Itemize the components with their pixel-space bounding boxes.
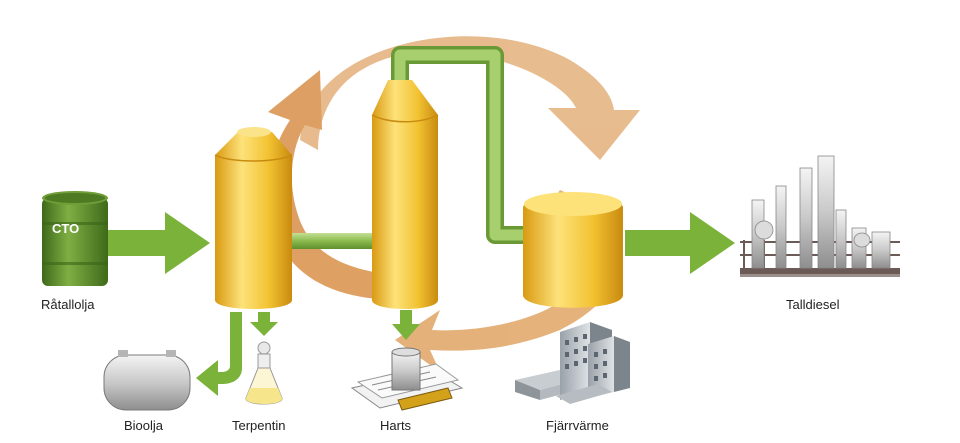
label-heat: Fjärrvärme (546, 418, 609, 433)
terp-arrow (250, 312, 278, 336)
refinery (740, 155, 900, 277)
bio-oil-arrow (196, 312, 242, 396)
pipe-top-loop (394, 49, 525, 241)
label-bio: Bioolja (124, 418, 164, 433)
label-resin: Harts (380, 418, 412, 433)
label-raw: Råtallolja (41, 297, 95, 312)
label-terp: Terpentin (232, 418, 285, 433)
bio-oil-tank (103, 350, 191, 411)
label-diesel: Talldiesel (786, 297, 840, 312)
drum-label: CTO (52, 221, 79, 236)
district-heating-buildings (515, 322, 630, 404)
resin-arrow (392, 310, 420, 340)
recycle-arrow-bottom (395, 190, 620, 372)
tank-2 (371, 80, 439, 309)
cto-drum: CTO (42, 191, 108, 286)
resin-can (350, 347, 464, 411)
recycle-arrow-top-right (300, 36, 640, 160)
input-arrow (108, 212, 210, 274)
pipe-tank1-tank2 (288, 233, 376, 249)
tank-1 (214, 127, 293, 309)
tank-3 (523, 192, 623, 308)
turpentine-flask (245, 341, 283, 405)
output-arrow (625, 212, 735, 274)
